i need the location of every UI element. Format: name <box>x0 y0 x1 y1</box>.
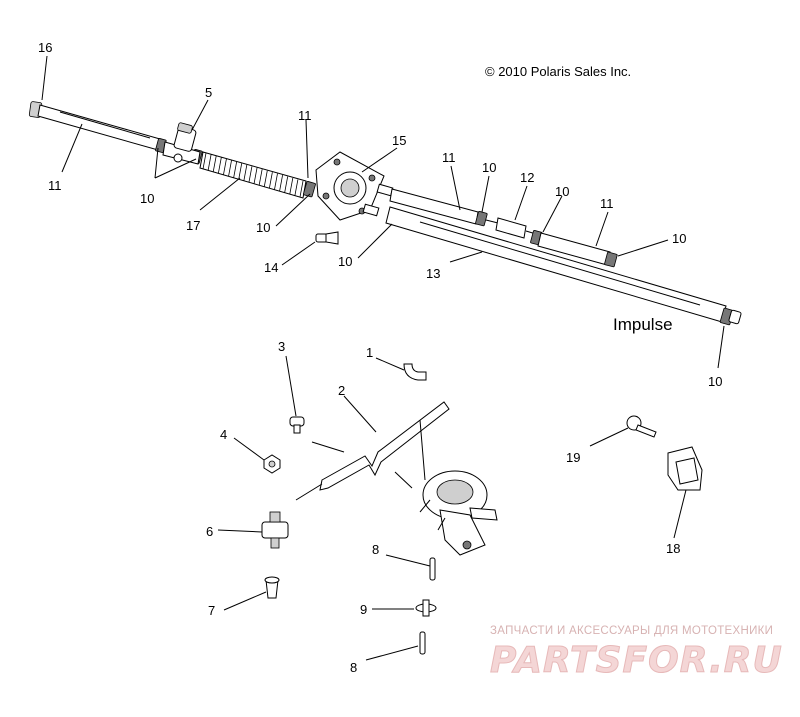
part-8-pin-upper <box>429 557 436 581</box>
callout-10: 10 <box>256 220 270 235</box>
corrugation-ring <box>258 169 263 186</box>
callout-10: 10 <box>338 254 352 269</box>
part-1-elbow-hose <box>403 363 427 381</box>
part-7-grommet <box>264 576 280 599</box>
callout-11: 11 <box>48 178 62 193</box>
corrugation-ring <box>228 160 232 177</box>
callout-15: 15 <box>392 133 406 148</box>
corrugation-ring <box>202 152 207 170</box>
corrugation-ring <box>253 167 258 184</box>
corrugation-ring <box>243 164 248 181</box>
callout-8: 8 <box>372 542 379 557</box>
corrugation-ring <box>238 163 243 180</box>
corrugation-ring <box>274 173 278 190</box>
part-10-clamp-hose-end <box>719 307 742 326</box>
callout-14: 14 <box>264 260 278 275</box>
callout-3: 3 <box>278 339 285 354</box>
corrugation-ring <box>268 172 273 189</box>
part-6-rubber-mount <box>261 511 289 549</box>
copyright-text: © 2010 Polaris Sales Inc. <box>485 64 631 79</box>
carburetor <box>419 470 498 556</box>
callout-10: 10 <box>555 184 569 199</box>
leader-lines <box>41 55 725 661</box>
callout-10: 10 <box>672 231 686 246</box>
watermark-tagline: ЗАПЧАСТИ И АКСЕССУАРЫ ДЛЯ МОТОТЕХНИКИ <box>490 625 773 637</box>
callout-8: 8 <box>350 660 357 675</box>
part-15-fuel-pump <box>315 151 394 221</box>
corrugation-ring <box>294 179 299 196</box>
part-13-long-hose <box>385 206 727 323</box>
part-8-pin-lower <box>419 631 426 655</box>
callout-11: 11 <box>442 150 456 165</box>
callout-13: 13 <box>426 266 440 281</box>
callout-11: 11 <box>600 196 614 211</box>
part-14-push-rivet <box>315 231 339 245</box>
part-11-hose-left <box>37 104 161 151</box>
callout-10: 10 <box>708 374 722 389</box>
model-label: Impulse <box>613 315 673 334</box>
corrugation-ring <box>217 157 222 174</box>
corrugation-ring <box>263 170 268 187</box>
part-17-corrugated-sleeve <box>199 151 307 199</box>
corrugation-ring <box>248 166 253 183</box>
callout-4: 4 <box>220 427 227 442</box>
part-19-bolt <box>626 415 657 438</box>
corrugation-ring <box>279 175 283 192</box>
part-18-clip <box>667 446 703 491</box>
part-4-nut <box>263 454 281 474</box>
corrugation-ring <box>233 161 238 178</box>
part-10-clamp-upper-3 <box>604 251 618 268</box>
callout-7: 7 <box>208 603 215 618</box>
part-9-fitting <box>415 599 437 617</box>
corrugation-ring <box>212 155 217 173</box>
callout-6: 6 <box>206 524 213 539</box>
part-10-clamp-upper-1 <box>475 210 488 227</box>
callout-12: 12 <box>520 170 534 185</box>
part-12-inline-filter <box>485 217 537 239</box>
corrugation-ring <box>207 154 212 171</box>
callout-9: 9 <box>360 602 367 617</box>
corrugation-ring <box>299 180 304 198</box>
corrugation-ring <box>284 176 289 193</box>
callout-17: 17 <box>186 218 200 233</box>
corrugation-ring <box>289 177 294 195</box>
part-2-bracket <box>319 401 450 491</box>
callout-18: 18 <box>666 541 680 556</box>
callout-2: 2 <box>338 383 345 398</box>
callout-5: 5 <box>205 85 212 100</box>
callout-11: 11 <box>298 108 312 123</box>
callout-labels: 16 5 11 10 17 11 10 15 14 10 11 10 12 10… <box>38 40 722 675</box>
callout-1: 1 <box>366 345 373 360</box>
corrugation-ring <box>223 158 227 175</box>
callout-16: 16 <box>38 40 52 55</box>
part-5-fitting <box>162 122 201 165</box>
part-3-screw <box>289 416 305 434</box>
callout-19: 19 <box>566 450 580 465</box>
watermark-logo: PARTSFOR.RU <box>490 640 783 681</box>
callout-10: 10 <box>140 191 154 206</box>
callout-10: 10 <box>482 160 496 175</box>
